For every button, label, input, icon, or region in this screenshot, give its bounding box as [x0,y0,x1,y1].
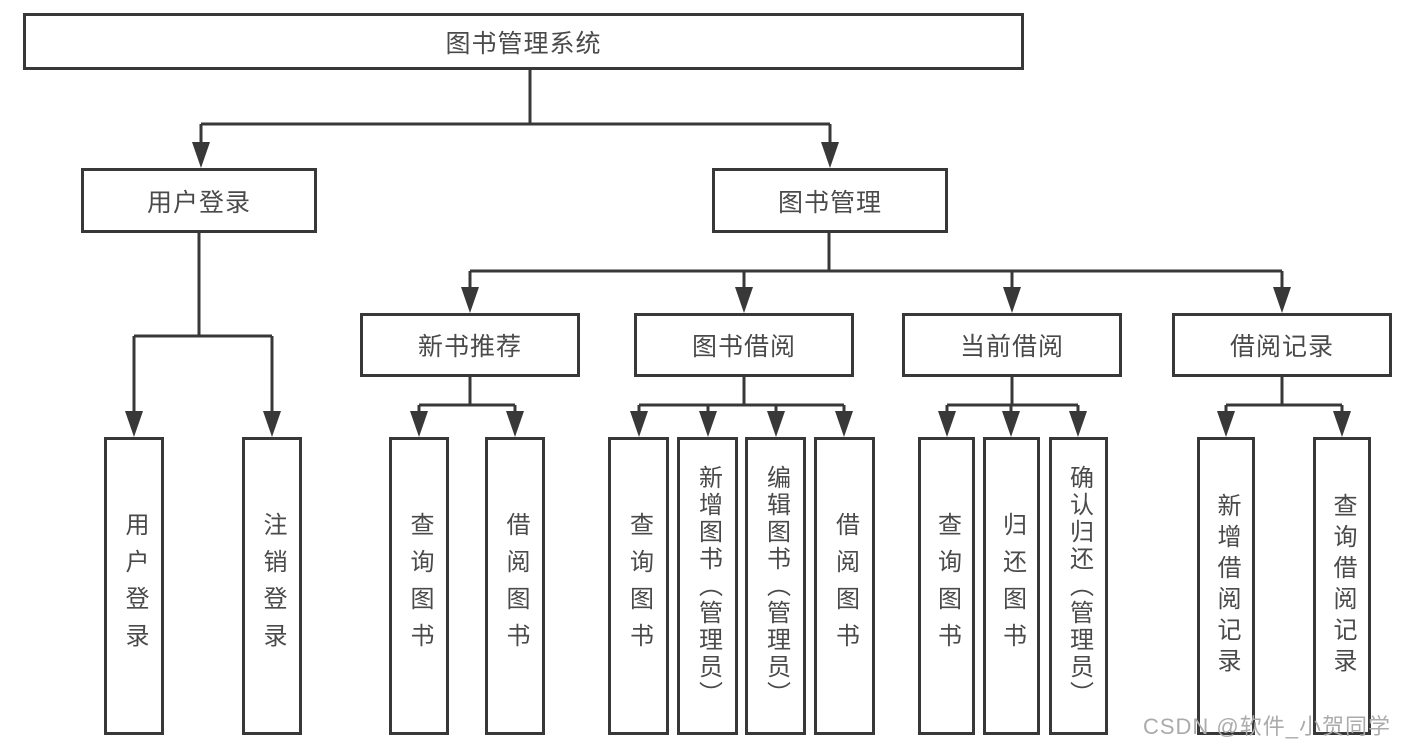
leaf-return-books: 归还图书 [983,437,1040,735]
node-borrow-records: 借阅记录 [1172,313,1392,377]
leaf-confirm-return-admin: 确认归还（管理员） [1049,437,1108,735]
node-book-borrow: 图书借阅 [634,313,854,377]
leaf-query-books-borrow: 查询图书 [608,437,669,735]
leaf-borrow-books-newrec: 借阅图书 [485,437,545,735]
leaf-query-books-newrec: 查询图书 [389,437,449,735]
csdn-watermark: CSDN @软件_小贺同学 [1142,714,1391,739]
leaf-borrow-books-borrow: 借阅图书 [814,437,875,735]
node-book-management: 图书管理 [712,168,948,233]
node-user-login: 用户登录 [81,168,317,233]
leaf-user-login: 用户登录 [104,437,164,735]
leaf-logout-login: 注销登录 [242,437,302,735]
node-current-borrow: 当前借阅 [902,313,1122,377]
leaf-add-borrow-record: 新增借阅记录 [1197,437,1255,735]
leaf-edit-books-admin: 编辑图书（管理员） [745,437,806,735]
node-root: 图书管理系统 [23,13,1024,70]
leaf-query-borrow-record: 查询借阅记录 [1313,437,1371,735]
node-new-book-recommend: 新书推荐 [360,313,580,377]
leaf-add-books-admin: 新增图书（管理员） [677,437,738,735]
leaf-query-books-current: 查询图书 [918,437,975,735]
